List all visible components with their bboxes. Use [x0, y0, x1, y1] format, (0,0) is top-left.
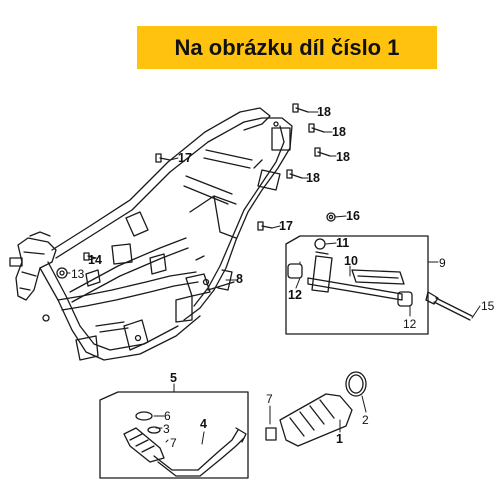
- duct-group-drawing: [99, 391, 249, 479]
- callout-3: 3: [163, 422, 170, 436]
- callout-18-third: 18: [336, 150, 350, 164]
- callout-4: 4: [200, 417, 207, 431]
- callout-6: 6: [164, 409, 171, 423]
- callout-17-lower: 17: [279, 219, 293, 233]
- callout-2: 2: [362, 413, 369, 427]
- stand-group-drawing: [285, 235, 473, 335]
- callout-7-boot: 7: [266, 392, 273, 406]
- callout-7-duct: 7: [170, 436, 177, 450]
- part-number-banner: Na obrázku díl číslo 1: [137, 26, 437, 69]
- callout-16: 16: [346, 209, 360, 223]
- callout-1: 1: [336, 432, 343, 446]
- leader-lines: [66, 111, 481, 445]
- callout-18-top: 18: [317, 105, 331, 119]
- callout-18-second: 18: [332, 125, 346, 139]
- intake-boot-drawing: [265, 371, 367, 447]
- banner-text: Na obrázku díl číslo 1: [174, 34, 400, 60]
- callout-14: 14: [88, 253, 102, 267]
- callout-18-fourth: 18: [306, 171, 320, 185]
- bolts-drawing: [56, 103, 336, 279]
- callout-5: 5: [170, 371, 177, 385]
- callout-17-upper: 17: [178, 151, 192, 165]
- callout-8: 8: [236, 272, 243, 286]
- callout-10: 10: [344, 254, 358, 268]
- callout-12-right: 12: [403, 317, 417, 331]
- callout-11: 11: [336, 236, 350, 250]
- callout-12-left: 12: [288, 288, 302, 302]
- callout-15: 15: [481, 299, 495, 313]
- callout-13: 13: [71, 267, 85, 281]
- callout-9: 9: [439, 256, 446, 270]
- frame-drawing: [9, 107, 293, 361]
